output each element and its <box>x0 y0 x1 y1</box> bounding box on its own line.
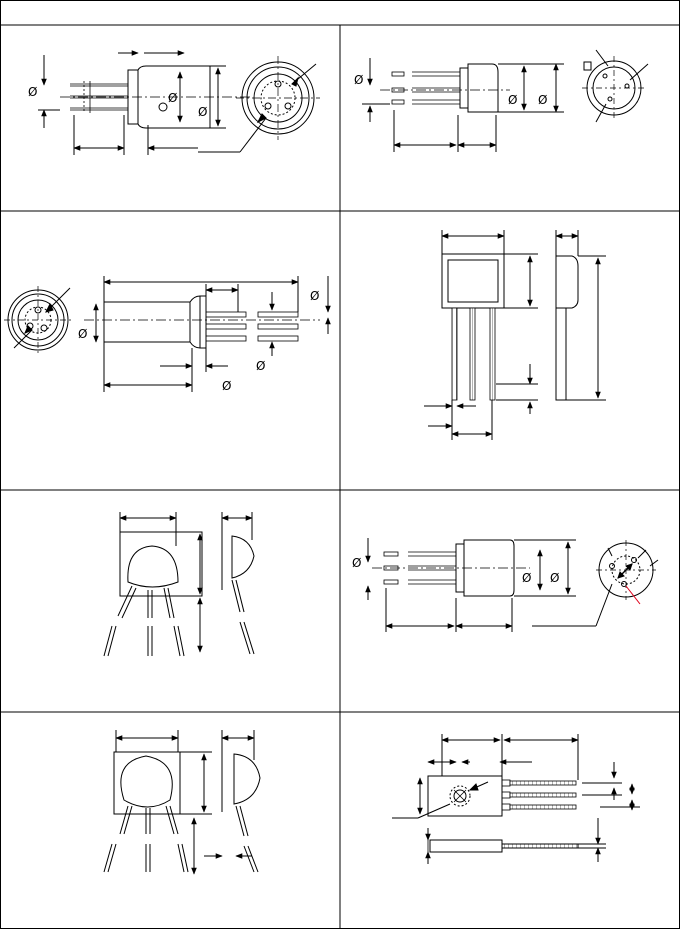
diameter-label: Ø <box>522 571 531 585</box>
dome-lens <box>120 755 173 808</box>
diameter-label: Ø <box>256 359 265 373</box>
diameter-label: Ø <box>78 327 87 341</box>
dome-lens <box>127 545 179 588</box>
package-drawing-5 <box>103 512 255 657</box>
highlight-leader <box>625 585 641 605</box>
package-drawing-4 <box>424 230 606 440</box>
diameter-label: Ø <box>354 73 363 87</box>
lead-group <box>501 779 577 811</box>
diameter-label: Ø <box>352 556 361 570</box>
diameter-label: Ø <box>550 571 559 585</box>
diameter-label: Ø <box>198 105 207 119</box>
package-drawing-8 <box>392 734 640 864</box>
package-drawing-3 <box>4 276 331 392</box>
package-drawing-1 <box>38 50 320 155</box>
package-drawing-7 <box>103 730 261 875</box>
diameter-label: Ø <box>310 289 319 303</box>
diameter-label: Ø <box>508 93 517 107</box>
diameter-label: Ø <box>28 85 37 99</box>
diameter-label: Ø <box>168 91 177 105</box>
package-drawing-2 <box>362 49 649 152</box>
diameter-label: Ø <box>538 93 547 107</box>
diameter-label: Ø <box>222 379 231 393</box>
lead-group <box>391 71 460 105</box>
lead-group <box>383 551 456 585</box>
lead-group <box>451 307 496 401</box>
lead-group <box>205 311 299 342</box>
package-drawing-6 <box>365 538 659 632</box>
